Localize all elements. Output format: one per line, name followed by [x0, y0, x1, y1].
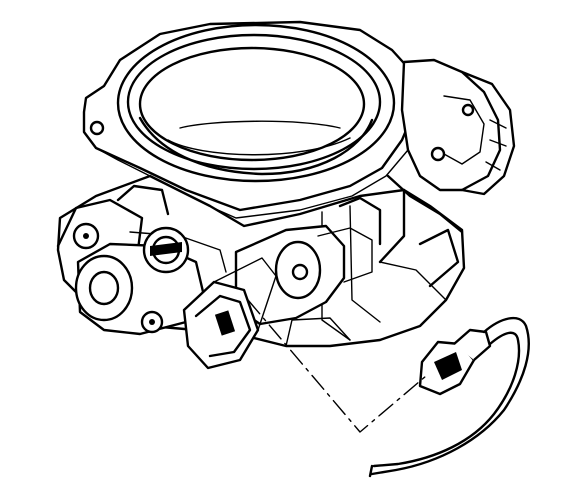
iac-valve	[234, 196, 382, 326]
leader-line	[247, 299, 427, 433]
pigtail-connector	[418, 328, 492, 396]
throttle-bore	[116, 23, 396, 183]
iac-electrical-connector	[182, 257, 277, 370]
coupling-ring	[142, 226, 190, 274]
tp-sensor	[400, 58, 516, 196]
connector-pigtail-wire	[368, 316, 530, 478]
